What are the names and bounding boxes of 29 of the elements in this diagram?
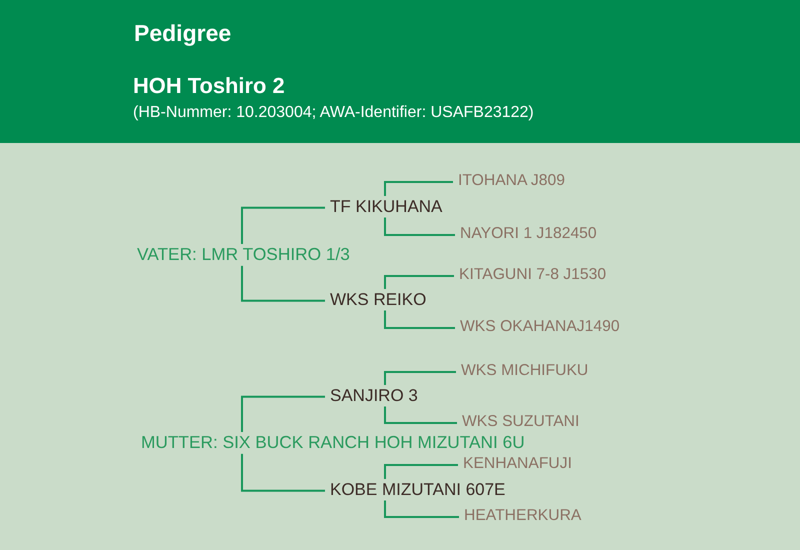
connector-line [384, 275, 454, 289]
ancestor-name: WKS OKAHANAJ1490 [455, 317, 625, 338]
connector-line [241, 396, 325, 432]
connector-line [384, 464, 458, 479]
ancestor-name: KITAGUNI 7-8 J1530 [454, 265, 612, 286]
ancestor-name: MUTTER: SIX BUCK RANCH HOH MIZUTANI 6U [136, 432, 530, 454]
page-title: Pedigree [134, 20, 232, 46]
connector-line [384, 406, 457, 424]
ancestor-name: HEATHERKURA [459, 506, 586, 526]
ancestor-name: TF KIKUHANA [325, 196, 448, 218]
connector-line [241, 266, 325, 302]
connector-line [384, 218, 455, 236]
ancestor-name: WKS SUZUTANI [457, 412, 584, 432]
connector-line [384, 310, 455, 330]
connector-line [241, 206, 325, 244]
connector-line [241, 454, 325, 492]
ancestor-name: WKS MICHIFUKU [456, 361, 594, 382]
ancestor-name: VATER: LMR TOSHIRO 1/3 [132, 244, 355, 266]
registry-ids: (HB-Nummer: 10.203004; AWA-Identifier: USAFB23122) [133, 104, 534, 122]
ancestor-name: NAYORI 1 J182450 [455, 224, 602, 244]
ancestor-name: KENHANAFUJI [458, 454, 577, 474]
animal-name: HOH Toshiro 2 [133, 73, 285, 98]
ancestor-name: ITOHANA J809 [453, 171, 570, 192]
connector-line [384, 371, 456, 385]
connector-line [384, 500, 459, 518]
ancestor-name: SANJIRO 3 [325, 385, 423, 407]
ancestor-name: WKS REIKO [325, 289, 432, 311]
ancestor-name: KOBE MIZUTANI 607E [325, 479, 510, 501]
connector-line [384, 181, 453, 196]
